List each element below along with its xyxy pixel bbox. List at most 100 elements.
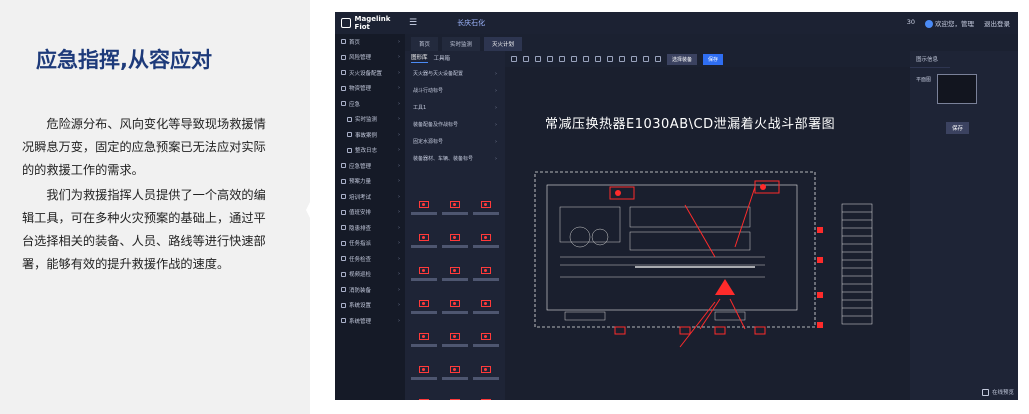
fire-equipment-icon bbox=[480, 267, 491, 274]
notification-count[interactable]: 30 bbox=[906, 18, 915, 26]
delete-icon[interactable] bbox=[607, 56, 613, 62]
floorplan-thumbnail[interactable] bbox=[937, 74, 978, 104]
sidebar-item-icon bbox=[347, 132, 352, 138]
tab-monitoring[interactable]: 实时监测 bbox=[442, 37, 481, 51]
library-category[interactable]: 战斗行动标号› bbox=[405, 82, 505, 99]
sidebar-item-icon bbox=[341, 194, 346, 200]
symbol-label-placeholder bbox=[441, 311, 468, 314]
ungroup-icon[interactable] bbox=[631, 56, 637, 62]
symbol-tile[interactable] bbox=[440, 391, 471, 400]
align-left-icon[interactable] bbox=[535, 56, 541, 62]
panel-save-button[interactable]: 保存 bbox=[946, 122, 970, 134]
lock-icon[interactable] bbox=[643, 56, 649, 62]
symbol-tile[interactable] bbox=[470, 226, 501, 256]
symbol-tile[interactable] bbox=[470, 358, 501, 388]
symbol-tile[interactable] bbox=[470, 292, 501, 322]
library-category[interactable]: 灭火器与灭火设备配置› bbox=[405, 65, 505, 82]
sidebar-item[interactable]: 隐患排查 › bbox=[335, 220, 405, 236]
sidebar-item[interactable]: 预案力量› bbox=[335, 174, 405, 190]
avatar bbox=[925, 20, 933, 28]
align-center-icon[interactable] bbox=[547, 56, 553, 62]
sidebar-item[interactable]: 视频巡检› bbox=[335, 267, 405, 283]
paragraph-1: 危险源分布、风向变化等导致现场救援情况瞬息万变，固定的应急预案已无法应对实际的的… bbox=[22, 117, 266, 177]
chevron-right-icon: › bbox=[495, 155, 497, 162]
sidebar-item[interactable]: 值班安排 › bbox=[335, 205, 405, 221]
symbol-tile[interactable] bbox=[440, 292, 471, 322]
sidebar-item-label: 整改日志 bbox=[355, 148, 378, 155]
symbol-tile[interactable] bbox=[409, 391, 440, 400]
pointer-arrow bbox=[306, 150, 336, 270]
tab-graphic-library[interactable]: 图形库 bbox=[411, 55, 428, 63]
tab-toolbox[interactable]: 工具箱 bbox=[433, 56, 451, 62]
welcome-user[interactable]: 欢迎您，管理 bbox=[925, 18, 974, 28]
sidebar-item[interactable]: 首页› bbox=[335, 34, 405, 50]
sidebar-item-label: 首页 bbox=[349, 39, 361, 46]
sidebar-item[interactable]: 任务检查› bbox=[335, 251, 405, 267]
fire-equipment-icon bbox=[449, 267, 460, 274]
library-category[interactable]: 装备配备及作战标号› bbox=[405, 116, 505, 133]
sidebar-item[interactable]: 任务指派› bbox=[335, 236, 405, 252]
symbol-tile[interactable] bbox=[440, 259, 471, 289]
symbol-tile[interactable] bbox=[409, 259, 440, 289]
chevron-icon: › bbox=[398, 286, 400, 293]
sidebar-item[interactable]: 应急› bbox=[335, 96, 405, 112]
library-category[interactable]: 装备器材、车辆、装备标号› bbox=[405, 150, 505, 167]
sidebar-item[interactable]: 实时监测› bbox=[335, 112, 405, 128]
sidebar-item[interactable]: 应急管理 › bbox=[335, 158, 405, 174]
unlock-icon[interactable] bbox=[655, 56, 661, 62]
logo-icon bbox=[341, 18, 351, 28]
sidebar-item-label: 应急管理 bbox=[349, 163, 372, 170]
symbol-label-placeholder bbox=[472, 245, 499, 248]
save-button[interactable]: 保存 bbox=[703, 53, 724, 65]
sidebar-item[interactable]: 整改日志› bbox=[335, 143, 405, 159]
symbol-tile[interactable] bbox=[409, 226, 440, 256]
tab-fire-plan[interactable]: 灭火计划 bbox=[484, 37, 523, 51]
chevron-icon: › bbox=[398, 209, 400, 216]
library-category[interactable]: 工具1› bbox=[405, 99, 505, 116]
chevron-icon: › bbox=[398, 162, 400, 169]
align-right-icon[interactable] bbox=[559, 56, 565, 62]
symbol-label-placeholder bbox=[411, 377, 438, 380]
logout-link[interactable]: 退出登录 bbox=[984, 20, 1010, 28]
tab-home[interactable]: 首页 bbox=[411, 37, 439, 51]
align-bottom-icon[interactable] bbox=[583, 56, 589, 62]
symbol-tile[interactable] bbox=[440, 193, 471, 223]
sidebar-item[interactable]: 物资管理› bbox=[335, 81, 405, 97]
symbol-tile[interactable] bbox=[409, 325, 440, 355]
symbol-tile[interactable] bbox=[440, 358, 471, 388]
sidebar-item[interactable]: 事故案例› bbox=[335, 127, 405, 143]
sidebar-item[interactable]: 培训考试› bbox=[335, 189, 405, 205]
deployment-canvas[interactable]: 常减压换热器E1030AB\CD泄漏着火战斗部署图 bbox=[505, 67, 910, 400]
undo-icon[interactable] bbox=[511, 56, 517, 62]
menu-toggle-icon[interactable]: ☰ bbox=[409, 18, 418, 28]
site-label[interactable]: 长庆石化 bbox=[457, 19, 486, 27]
sidebar-item[interactable]: 消防装备› bbox=[335, 282, 405, 298]
symbol-tile[interactable] bbox=[409, 358, 440, 388]
copy-icon[interactable] bbox=[595, 56, 601, 62]
sidebar-item[interactable]: 系统管理› bbox=[335, 313, 405, 329]
sidebar-item-label: 培训考试 bbox=[349, 194, 372, 201]
sidebar-item[interactable]: 系统设置› bbox=[335, 298, 405, 314]
sidebar-item[interactable]: 灭火设备配置› bbox=[335, 65, 405, 81]
tab-diagram-info[interactable]: 图示信息 bbox=[910, 51, 950, 68]
sidebar-item-label: 隐患排查 bbox=[349, 225, 372, 232]
sidebar-item-label: 值班安排 bbox=[349, 210, 372, 217]
symbol-tile[interactable] bbox=[470, 391, 501, 400]
sidebar-item[interactable]: 风险管理› bbox=[335, 50, 405, 66]
symbol-tile[interactable] bbox=[440, 226, 471, 256]
redo-icon[interactable] bbox=[523, 56, 529, 62]
sidebar-item-icon bbox=[341, 178, 346, 184]
chevron-icon: › bbox=[398, 224, 400, 231]
symbol-tile[interactable] bbox=[440, 325, 471, 355]
group-icon[interactable] bbox=[619, 56, 625, 62]
symbol-tile[interactable] bbox=[470, 325, 501, 355]
symbol-tile[interactable] bbox=[409, 292, 440, 322]
select-equipment-button[interactable]: 选择装备 bbox=[667, 53, 698, 65]
symbol-tile[interactable] bbox=[470, 259, 501, 289]
library-category[interactable]: 固定水源标号› bbox=[405, 133, 505, 150]
chevron-icon: › bbox=[398, 317, 400, 324]
align-top-icon[interactable] bbox=[571, 56, 577, 62]
symbol-tile[interactable] bbox=[409, 193, 440, 223]
symbol-tile[interactable] bbox=[470, 193, 501, 223]
fire-equipment-icon bbox=[480, 201, 491, 208]
